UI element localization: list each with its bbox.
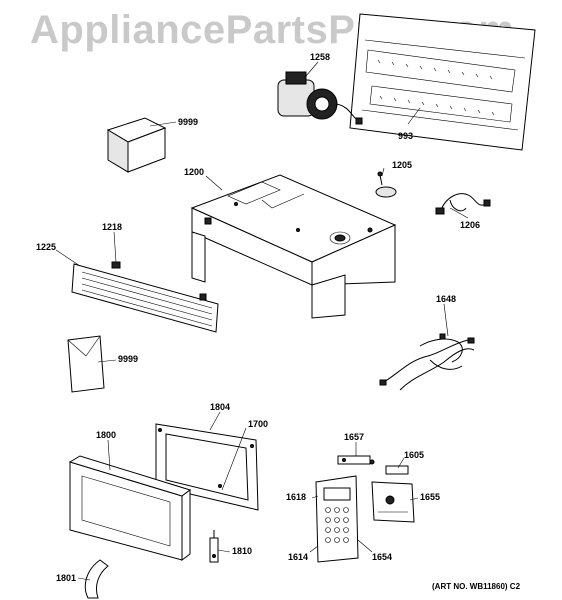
label-1205: 1205 — [392, 160, 413, 170]
part-1225-grille — [71, 261, 219, 333]
part-1657-bracket — [337, 455, 375, 465]
label-1700: 1700 — [248, 419, 269, 429]
part-1618-control-panel — [315, 475, 359, 563]
art-number: (ART NO. WB11860) C2 — [432, 582, 521, 591]
label-1657: 1657 — [344, 432, 365, 442]
label-9999-manual: 9999 — [118, 354, 139, 364]
label-1648: 1648 — [436, 294, 457, 304]
part-1258-blower-motor — [277, 71, 363, 125]
label-1810: 1810 — [232, 546, 253, 556]
label-1218: 1218 — [102, 222, 123, 232]
part-1655-circuit-board — [371, 481, 415, 523]
part-9999-box — [106, 117, 167, 173]
label-1654: 1654 — [372, 552, 393, 562]
label-1804: 1804 — [210, 402, 231, 412]
label-1618: 1618 — [286, 492, 307, 502]
part-1605-board — [385, 465, 409, 475]
part-1648-wire-harness — [379, 333, 475, 391]
label-9999-box: 9999 — [178, 117, 199, 127]
part-1800-door — [68, 455, 192, 561]
part-1810-latch — [209, 530, 219, 563]
part-1200-cabinet — [190, 174, 397, 319]
label-1200: 1200 — [184, 167, 205, 177]
label-1614: 1614 — [288, 552, 309, 562]
part-1801-handle — [84, 559, 109, 599]
part-993-back-plate — [349, 13, 536, 151]
leader-lines — [55, 61, 469, 581]
label-993: 993 — [398, 131, 414, 141]
part-1206-wire-harness — [435, 193, 491, 215]
part-9999-manual — [67, 335, 105, 393]
label-1206: 1206 — [460, 220, 481, 230]
part-1205-bracket — [375, 171, 397, 198]
label-1800: 1800 — [96, 430, 117, 440]
label-1605: 1605 — [404, 450, 425, 460]
label-1258: 1258 — [310, 52, 331, 62]
label-1225: 1225 — [36, 242, 57, 252]
label-1801: 1801 — [56, 573, 77, 583]
label-1655: 1655 — [420, 492, 441, 502]
